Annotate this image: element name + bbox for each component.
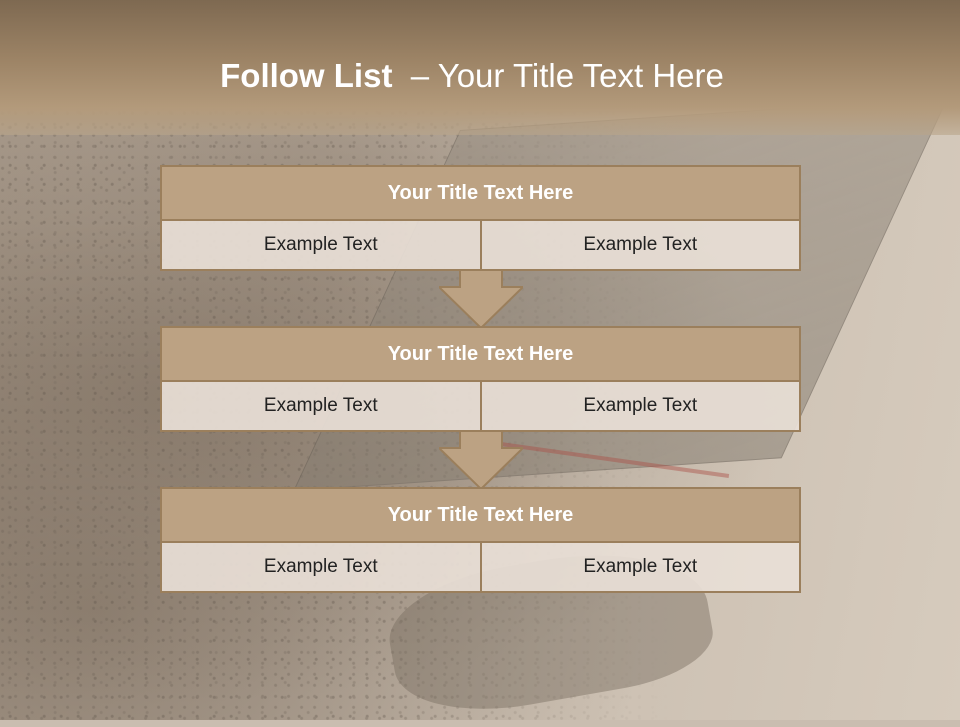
slide-title: Follow List – Your Title Text Here [0,56,944,96]
stage-2-row: Example Text Example Text [160,382,801,432]
down-arrow-icon [439,431,523,491]
stage-2: Your Title Text Here Example Text Exampl… [160,326,801,432]
stage-1-row: Example Text Example Text [160,221,801,271]
stage-2-title: Your Title Text Here [160,326,801,382]
slide-title-rest: – Your Title Text Here [392,57,724,94]
stage-1: Your Title Text Here Example Text Exampl… [160,165,801,271]
stage-3-row: Example Text Example Text [160,543,801,593]
slide-title-strong: Follow List [220,57,393,94]
stage-2-right-text: Example Text [481,382,801,432]
stage-3-title: Your Title Text Here [160,487,801,543]
stage-3: Your Title Text Here Example Text Exampl… [160,487,801,593]
stage-3-left-text: Example Text [160,543,482,593]
stage-1-right-text: Example Text [481,221,801,271]
stage-1-left-text: Example Text [160,221,482,271]
down-arrow-icon [439,270,523,330]
stage-1-title: Your Title Text Here [160,165,801,221]
stage-2-left-text: Example Text [160,382,482,432]
slide-header: Follow List – Your Title Text Here [0,0,960,135]
stage-3-right-text: Example Text [481,543,801,593]
